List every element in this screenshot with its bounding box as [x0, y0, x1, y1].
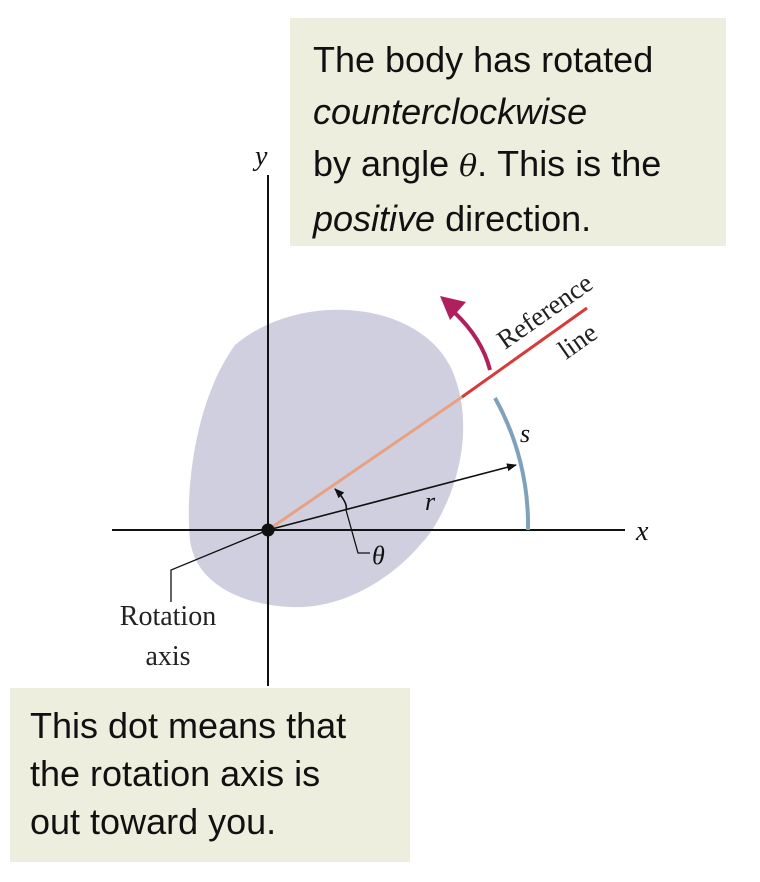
- arc-s: [493, 397, 531, 531]
- rotation-axis-label-2: axis: [145, 641, 190, 672]
- angle-theta-label: θ: [372, 541, 385, 570]
- rigid-body: [188, 309, 464, 608]
- callout-top-positive: positive: [313, 198, 436, 239]
- rotation-direction-arrow: [452, 310, 492, 371]
- reference-line-inner: [267, 395, 463, 532]
- callout-dot-meaning: This dot means that the rotation axis is…: [10, 688, 410, 862]
- arc-length-label: s: [520, 419, 530, 448]
- y-axis-label: y: [252, 141, 268, 172]
- callout-top-line-4-suffix: direction.: [435, 198, 592, 239]
- radius-label: r: [425, 487, 436, 516]
- rotation-axis-label-1: Rotation: [120, 601, 216, 632]
- callout-top-line-1: The body has rotated: [313, 39, 654, 80]
- callout-top-line-3-suffix: . This is the: [477, 143, 662, 184]
- angle-theta-arc: [334, 488, 348, 511]
- callout-top-line-3: by angle θ. This is the: [313, 138, 708, 193]
- theta-symbol: θ: [459, 149, 478, 184]
- callout-bottom-line-3: out toward you.: [30, 801, 277, 842]
- callout-top-line-2: counterclockwise: [313, 91, 588, 132]
- reference-line-label-2: line: [552, 317, 602, 365]
- x-axis-label: x: [635, 516, 649, 547]
- rotation-arrowhead: [440, 296, 466, 320]
- radius-vector: [267, 463, 517, 531]
- callout-top-line-4: positive direction.: [313, 193, 708, 245]
- callout-counterclockwise: The body has rotated counterclockwise by…: [290, 18, 726, 246]
- rotation-axis-leader: [170, 529, 269, 602]
- callout-bottom-line-2: the rotation axis is: [30, 753, 321, 794]
- reference-line-outer: [461, 306, 588, 399]
- rotation-axis-dot: [261, 523, 275, 537]
- callout-top-line-3-prefix: by angle: [313, 143, 460, 184]
- angle-theta-leader: [345, 509, 370, 554]
- callout-bottom-line-1: This dot means that: [30, 705, 347, 746]
